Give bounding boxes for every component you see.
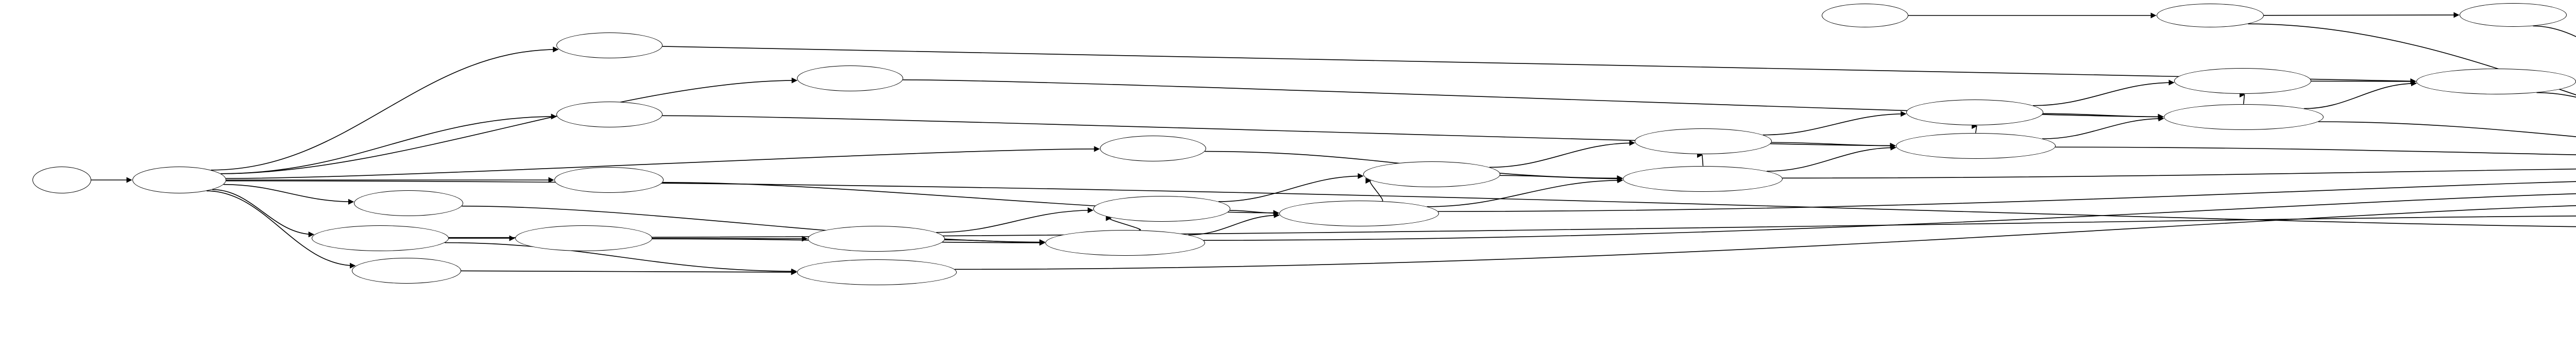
graph-node-osm-residential-gen-z6[interactable]	[556, 32, 663, 58]
graph-edge	[1438, 181, 2576, 212]
graph-edge	[2043, 113, 2164, 120]
graph-node-osm-residential-gen-z8[interactable]	[556, 102, 663, 127]
graph-node-osm-residential-gen-z11[interactable]	[354, 190, 463, 216]
graph-edge	[223, 184, 354, 205]
graph-edge	[444, 242, 797, 274]
graph-node-osm-landuse-polygon-gen-z8[interactable]	[1635, 128, 1772, 154]
graph-edge	[461, 269, 797, 275]
graph-edge	[1218, 173, 1364, 202]
graph-edge	[2032, 79, 2175, 106]
graph-node-osm-landuse-polygon-gen-z11[interactable]	[808, 226, 945, 252]
graph-node-osm-landuse-polygon-gen-z7[interactable]	[1906, 100, 2043, 125]
graph-edge	[226, 146, 1100, 179]
graph-node-osm-residential-gen-z12[interactable]	[352, 258, 461, 284]
graph-node-osm-landuse-polygon-gen-z11-union[interactable]	[1045, 230, 1205, 256]
graph-edge	[1782, 168, 2576, 179]
graph-node-osm-landuse-polygon-gen-z7-union[interactable]	[2164, 104, 2324, 130]
graph-edge	[1489, 140, 1635, 168]
graph-node-osm-landuse-polygon-gen-z6[interactable]	[2174, 68, 2311, 94]
graph-node-imposm3[interactable]	[32, 167, 91, 193]
graph-edge	[2533, 25, 2576, 38]
graph-edge	[1762, 111, 1907, 136]
graph-edge	[206, 190, 356, 269]
graph-edge	[1767, 144, 1896, 172]
graph-node-osm-landuse-polygon-gen-z12[interactable]	[515, 225, 652, 251]
graph-edge	[652, 236, 808, 242]
graph-node-osm-residential-gen-z10[interactable]	[554, 167, 664, 193]
graph-node-osm-landuse-polygon-gen-z10-union[interactable]	[1279, 201, 1439, 226]
graph-edge	[2239, 92, 2245, 105]
graph-node-osm-landuse-polygon-gen-z10[interactable]	[1093, 196, 1230, 222]
graph-edge	[1697, 152, 1704, 167]
graph-node-osm-landuse-polygon-gen-z13[interactable]	[312, 225, 449, 251]
graph-node-osm-landuse-polygon-gen-z6-union[interactable]	[2416, 69, 2576, 94]
graph-edge	[662, 46, 2416, 85]
graph-node-osm-landuse-polygon-gen-z9[interactable]	[1363, 161, 1500, 187]
graph-edge	[211, 46, 559, 171]
graph-node-osm-residential-gen-z9[interactable]	[1100, 136, 1206, 161]
graph-edge	[221, 113, 557, 174]
graph-edge	[944, 239, 1045, 246]
graph-edge	[1771, 142, 1896, 149]
graph-edge	[1229, 210, 1279, 216]
graph-edge	[954, 205, 2576, 270]
graph-edge	[2318, 121, 2576, 137]
graph-edge	[448, 215, 2576, 238]
graph-edge	[2536, 92, 2576, 98]
graph-edge	[1365, 178, 1383, 202]
graph-edge	[1500, 175, 1623, 182]
graph-node-osm-landuse-polygon-gen-z8-union[interactable]	[1896, 133, 2056, 159]
graph-edge	[2042, 116, 2164, 139]
graph-edge	[936, 207, 1094, 233]
graph-edge	[1203, 193, 2576, 241]
graph-node-ne-50m-urban-areas-gen-z4[interactable]	[2460, 3, 2567, 27]
graph-edge	[221, 77, 798, 174]
graph-node-osm-landuse-polygon-gen-z9-union[interactable]	[1623, 166, 1783, 192]
graph-edge	[212, 189, 314, 238]
graph-node-ne-50m-urban-areas-gen-z5[interactable]	[2157, 4, 2264, 27]
graph-edge	[1971, 123, 1978, 134]
graph-node-osm-landuse-polygon[interactable]	[132, 167, 226, 193]
graph-node-ne-50m-urban-areas[interactable]	[1822, 4, 1908, 27]
graph-edge	[2303, 80, 2417, 109]
graph-node-osm-residential-gen-z7[interactable]	[797, 65, 903, 91]
graph-edge	[2055, 146, 2576, 156]
graph-node-osm-landuse-polygon-gen-z12-union[interactable]	[797, 259, 957, 285]
graph-edge	[1427, 177, 1623, 207]
